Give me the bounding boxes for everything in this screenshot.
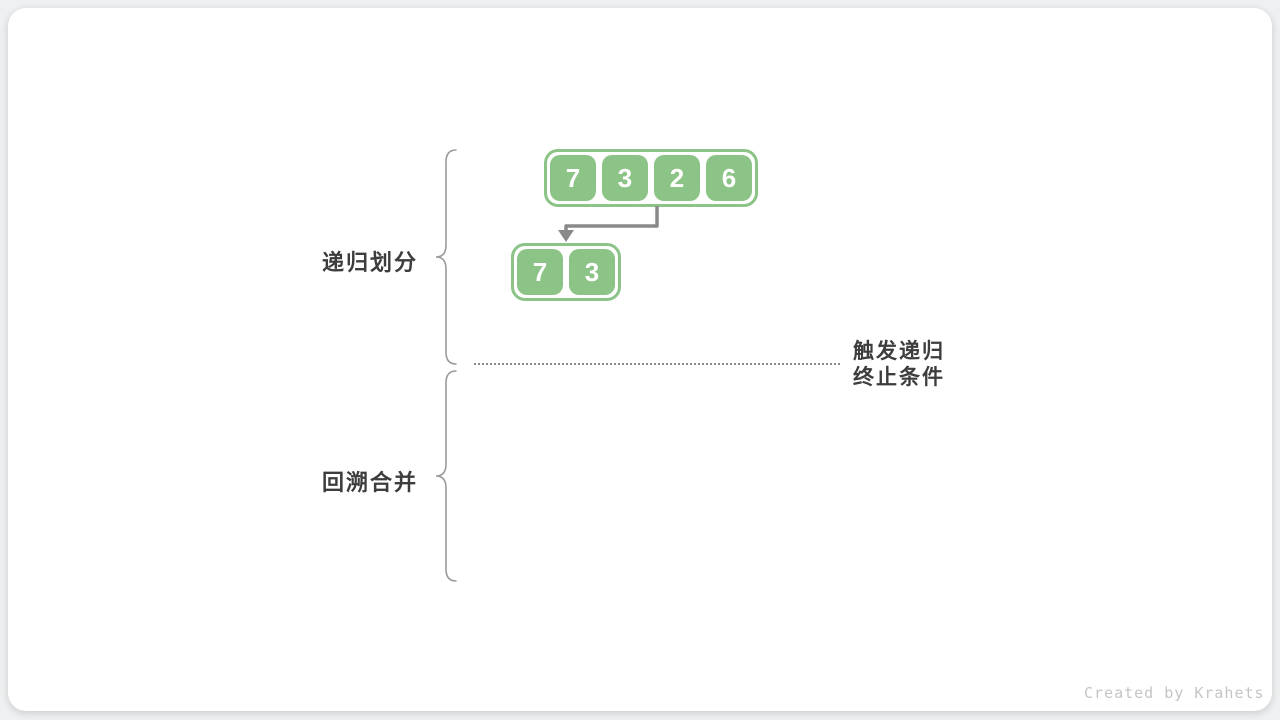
- divide-phase-brace: [435, 149, 457, 365]
- base-case-annotation-line2: 终止条件: [853, 366, 945, 389]
- diagram-card: 递归划分 7 3 2 6 7 3 触发递归 终止条件 回溯合并 Created …: [8, 8, 1272, 711]
- divide-phase-label: 递归划分: [321, 250, 418, 275]
- watermark: Created by Krahets: [1084, 684, 1265, 702]
- merge-phase-label: 回溯合并: [321, 470, 418, 495]
- base-case-annotation: 触发递归 终止条件: [853, 339, 945, 391]
- array-cell: 2: [654, 155, 700, 201]
- array-cell: 3: [602, 155, 648, 201]
- array-cell: 7: [550, 155, 596, 201]
- base-case-annotation-line1: 触发递归: [853, 340, 945, 363]
- array-cell: 3: [569, 249, 615, 295]
- top-array: 7 3 2 6: [544, 149, 758, 207]
- sub-array: 7 3: [511, 243, 621, 301]
- base-case-divider: [474, 363, 840, 365]
- array-cell: 6: [706, 155, 752, 201]
- merge-phase-brace: [435, 370, 457, 582]
- array-cell: 7: [517, 249, 563, 295]
- divide-arrow-icon: [558, 206, 659, 242]
